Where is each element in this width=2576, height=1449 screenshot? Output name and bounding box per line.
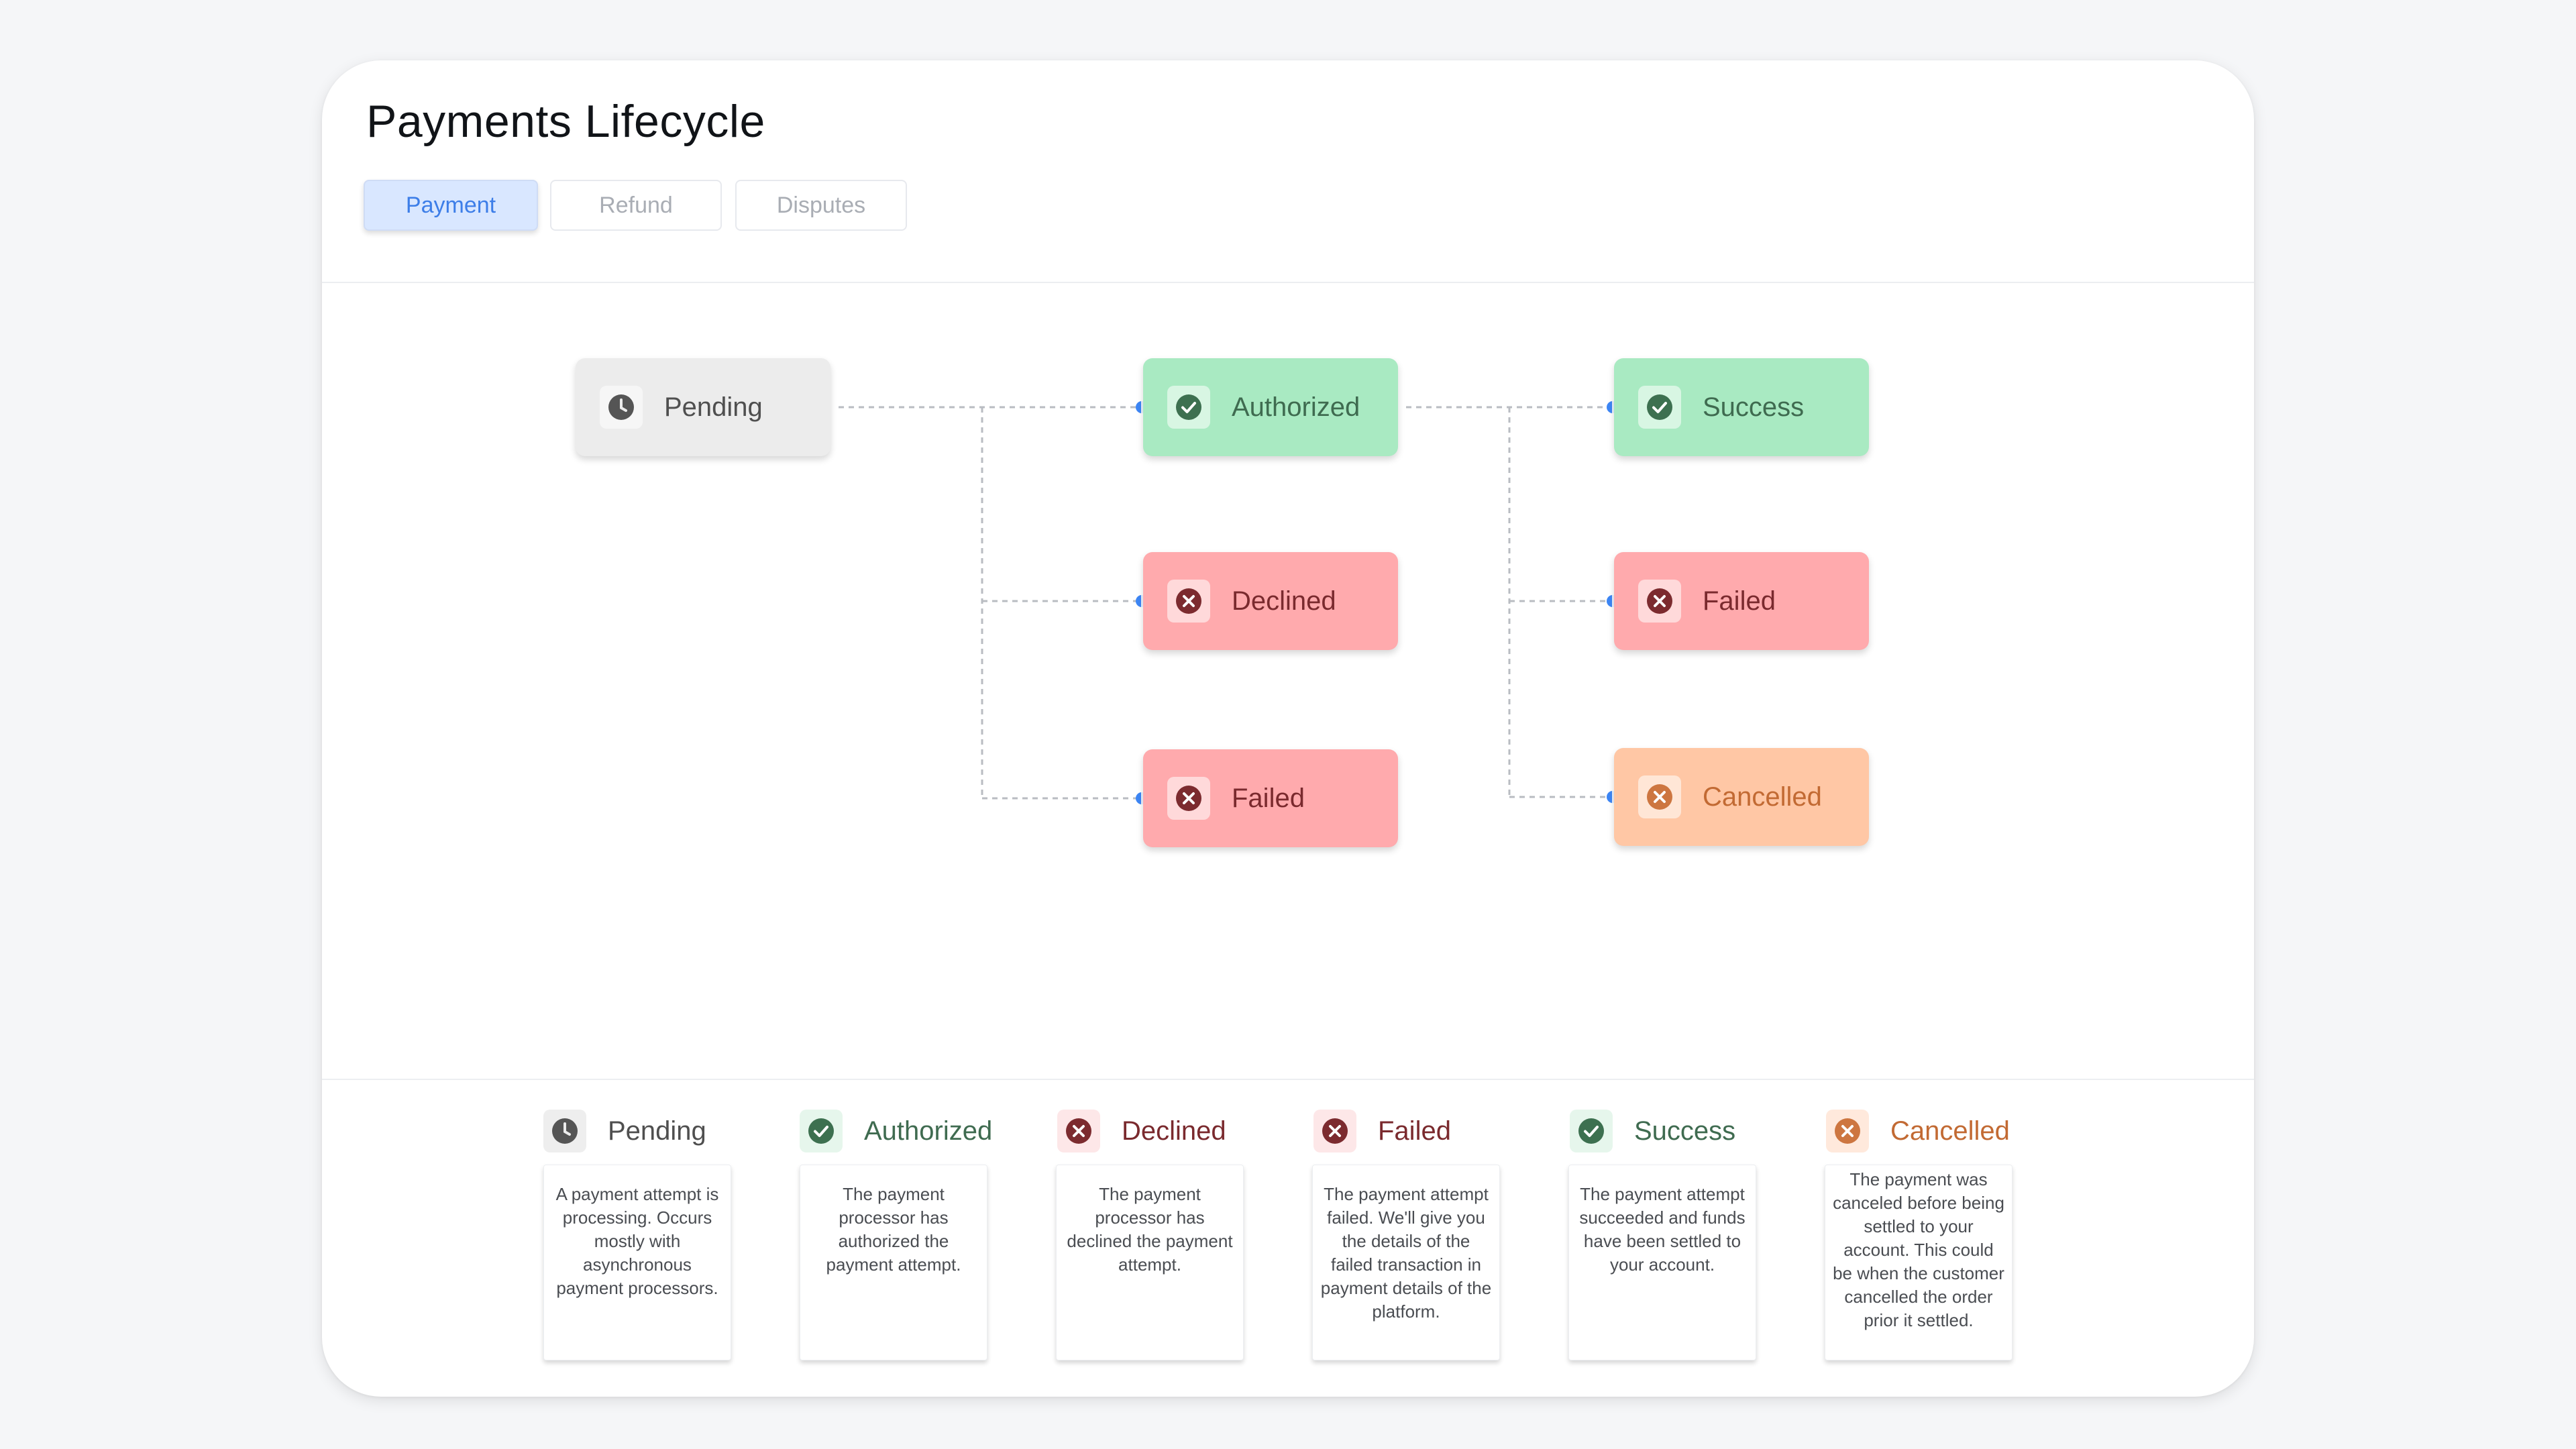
legend-icon-box [543,1110,586,1152]
node-authorized[interactable]: Authorized [1143,358,1398,456]
node-icon-box [1167,777,1210,820]
header-divider [322,282,2254,283]
legend-label: Declined [1122,1116,1226,1146]
legend-pending: Pending [543,1107,706,1155]
legend-cancelled: Cancelled [1826,1107,2010,1155]
legend-icon-box [1826,1110,1869,1152]
node-failed-1[interactable]: Failed [1143,749,1398,847]
legend-label: Pending [608,1116,706,1146]
node-label: Failed [1703,586,1776,616]
node-label: Failed [1232,783,1305,813]
flow-connectors [839,401,1619,804]
legend-success: Success [1570,1107,1735,1155]
node-label: Success [1703,392,1805,422]
node-cancelled[interactable]: Cancelled [1614,748,1869,846]
node-label: Cancelled [1703,782,1822,812]
node-failed-2[interactable]: Failed [1614,552,1869,650]
legend-icon-box [1313,1110,1356,1152]
check-circle-icon [1176,394,1201,420]
legend-icon-box [1570,1110,1613,1152]
node-declined[interactable]: Declined [1143,552,1398,650]
x-circle-icon [1176,786,1201,811]
legend-icon-box [800,1110,843,1152]
node-label: Authorized [1232,392,1360,422]
legend-label: Cancelled [1890,1116,2010,1146]
legend-authorized: Authorized [800,1107,992,1155]
node-icon-box [1638,386,1681,429]
x-circle-icon [1066,1118,1091,1144]
x-circle-icon [1647,784,1672,810]
legend-description-failed: The payment attempt failed. We'll give y… [1312,1165,1500,1360]
check-circle-icon [1647,394,1672,420]
node-icon-box [1167,386,1210,429]
legend-label: Authorized [864,1116,993,1146]
page-title: Payments Lifecycle [366,96,765,147]
node-icon-box [1167,580,1210,623]
legend-description-pending: A payment attempt is processing. Occurs … [543,1165,731,1360]
node-pending[interactable]: Pending [576,358,830,456]
node-icon-box [1638,580,1681,623]
legend-label: Success [1634,1116,1736,1146]
tab-refund[interactable]: Refund [550,180,722,231]
x-circle-icon [1322,1118,1348,1144]
node-icon-box [1638,775,1681,818]
check-circle-icon [808,1118,834,1144]
legend-description-success: The payment attempt succeeded and funds … [1568,1165,1756,1360]
legend-label: Failed [1378,1116,1451,1146]
node-success[interactable]: Success [1614,358,1869,456]
x-circle-icon [1176,588,1201,614]
node-label: Pending [664,392,763,422]
tab-disputes[interactable]: Disputes [735,180,907,231]
clock-icon [552,1118,578,1144]
node-icon-box [600,386,643,429]
legend-declined: Declined [1057,1107,1226,1155]
legend-failed: Failed [1313,1107,1451,1155]
lifecycle-card: Payments Lifecycle Payment Refund Disput… [322,60,2254,1397]
x-circle-icon [1835,1118,1860,1144]
legend-description-authorized: The payment processor has authorized the… [800,1165,987,1360]
legend-divider [322,1079,2254,1080]
tab-payment[interactable]: Payment [364,180,538,231]
legend-description-declined: The payment processor has declined the p… [1056,1165,1244,1360]
legend-description-cancelled: The payment was canceled before being se… [1825,1165,2012,1360]
x-circle-icon [1647,588,1672,614]
check-circle-icon [1578,1118,1604,1144]
clock-icon [608,394,634,420]
legend-icon-box [1057,1110,1100,1152]
node-label: Declined [1232,586,1336,616]
